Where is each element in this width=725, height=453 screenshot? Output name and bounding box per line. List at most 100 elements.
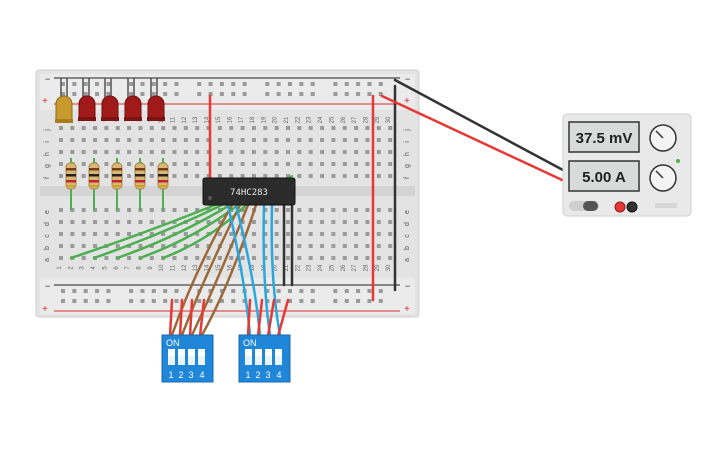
breadboard-hole[interactable] [276, 82, 281, 86]
breadboard-hole[interactable] [219, 82, 224, 86]
breadboard-hole[interactable] [240, 174, 245, 178]
breadboard-hole[interactable] [240, 126, 245, 130]
breadboard-hole[interactable] [104, 208, 109, 212]
breadboard-hole[interactable] [183, 150, 188, 154]
breadboard-hole[interactable] [127, 208, 132, 212]
breadboard-hole[interactable] [365, 208, 370, 212]
breadboard-hole[interactable] [183, 208, 188, 212]
breadboard-hole[interactable] [72, 82, 77, 86]
resistor[interactable] [111, 158, 123, 210]
breadboard-hole[interactable] [251, 126, 256, 130]
breadboard-hole[interactable] [240, 220, 245, 224]
breadboard-hole[interactable] [70, 208, 75, 212]
breadboard-hole[interactable] [274, 256, 279, 260]
breadboard-hole[interactable] [242, 299, 247, 303]
breadboard-hole[interactable] [172, 162, 177, 166]
breadboard-hole[interactable] [274, 208, 279, 212]
breadboard-hole[interactable] [331, 208, 336, 212]
breadboard-hole[interactable] [140, 289, 145, 293]
breadboard-hole[interactable] [354, 162, 359, 166]
breadboard-hole[interactable] [81, 244, 86, 248]
dip-switch-1[interactable]: ON 1 2 3 4 [161, 334, 214, 383]
breadboard-hole[interactable] [276, 289, 281, 293]
breadboard-hole[interactable] [344, 289, 349, 293]
breadboard-hole[interactable] [274, 162, 279, 166]
breadboard-hole[interactable] [308, 244, 313, 248]
breadboard-hole[interactable] [333, 82, 338, 86]
breadboard-hole[interactable] [354, 256, 359, 260]
breadboard-hole[interactable] [93, 220, 98, 224]
dip-switch-2[interactable]: ON 1 2 3 4 [238, 334, 291, 383]
breadboard-hole[interactable] [388, 174, 393, 178]
breadboard-hole[interactable] [286, 208, 290, 212]
breadboard-hole[interactable] [72, 299, 77, 303]
wire-red[interactable] [266, 298, 276, 338]
breadboard-hole[interactable] [320, 162, 325, 166]
breadboard-hole[interactable] [93, 244, 98, 248]
breadboard-hole[interactable] [104, 232, 109, 236]
breadboard-hole[interactable] [81, 162, 86, 166]
breadboard-hole[interactable] [265, 92, 270, 96]
wire-red[interactable] [198, 298, 206, 338]
breadboard-hole[interactable] [229, 162, 234, 166]
breadboard-hole[interactable] [208, 92, 213, 96]
breadboard-hole[interactable] [376, 174, 381, 178]
breadboard-hole[interactable] [310, 289, 315, 293]
breadboard-hole[interactable] [333, 289, 338, 293]
breadboard-hole[interactable] [365, 256, 370, 260]
breadboard-hole[interactable] [388, 256, 393, 260]
breadboard-hole[interactable] [161, 232, 166, 236]
breadboard-hole[interactable] [93, 150, 98, 154]
breadboard-hole[interactable] [376, 256, 381, 260]
wire-green[interactable] [115, 203, 232, 260]
breadboard-hole[interactable] [219, 92, 224, 96]
breadboard-hole[interactable] [331, 244, 336, 248]
breadboard-hole[interactable] [81, 126, 86, 130]
breadboard-hole[interactable] [197, 92, 202, 96]
breadboard-hole[interactable] [163, 82, 168, 86]
breadboard-hole[interactable] [127, 174, 132, 178]
breadboard-hole[interactable] [161, 126, 166, 130]
breadboard-hole[interactable] [299, 92, 304, 96]
breadboard-hole[interactable] [81, 232, 86, 236]
breadboard-hole[interactable] [231, 92, 236, 96]
breadboard-hole[interactable] [251, 232, 256, 236]
breadboard-hole[interactable] [70, 150, 75, 154]
breadboard-hole[interactable] [376, 232, 381, 236]
breadboard-hole[interactable] [129, 82, 134, 86]
breadboard-hole[interactable] [320, 208, 325, 212]
breadboard-hole[interactable] [217, 162, 222, 166]
breadboard-hole[interactable] [242, 82, 247, 86]
breadboard-hole[interactable] [206, 208, 211, 212]
breadboard-hole[interactable] [367, 82, 372, 86]
breadboard-hole[interactable] [81, 150, 86, 154]
breadboard-hole[interactable] [297, 138, 302, 142]
breadboard-hole[interactable] [138, 126, 143, 130]
breadboard-hole[interactable] [95, 92, 100, 96]
breadboard-hole[interactable] [208, 289, 213, 293]
breadboard-hole[interactable] [61, 289, 65, 293]
breadboard-hole[interactable] [251, 220, 256, 224]
breadboard-hole[interactable] [297, 126, 302, 130]
led-red[interactable] [78, 78, 96, 121]
breadboard-hole[interactable] [231, 82, 236, 86]
breadboard-hole[interactable] [354, 220, 359, 224]
breadboard-hole[interactable] [72, 92, 77, 96]
breadboard-hole[interactable] [83, 289, 88, 293]
breadboard-hole[interactable] [61, 299, 65, 303]
breadboard-hole[interactable] [276, 299, 281, 303]
breadboard-hole[interactable] [365, 126, 370, 130]
breadboard-hole[interactable] [356, 92, 361, 96]
breadboard-hole[interactable] [129, 92, 134, 96]
breadboard-hole[interactable] [95, 289, 100, 293]
breadboard-hole[interactable] [217, 126, 222, 130]
breadboard-hole[interactable] [172, 256, 177, 260]
breadboard-hole[interactable] [331, 220, 336, 224]
breadboard-hole[interactable] [342, 162, 347, 166]
breadboard-hole[interactable] [149, 256, 154, 260]
breadboard-hole[interactable] [149, 150, 154, 154]
breadboard-hole[interactable] [127, 256, 132, 260]
breadboard-hole[interactable] [367, 289, 372, 293]
breadboard-hole[interactable] [195, 232, 200, 236]
breadboard-hole[interactable] [195, 138, 200, 142]
